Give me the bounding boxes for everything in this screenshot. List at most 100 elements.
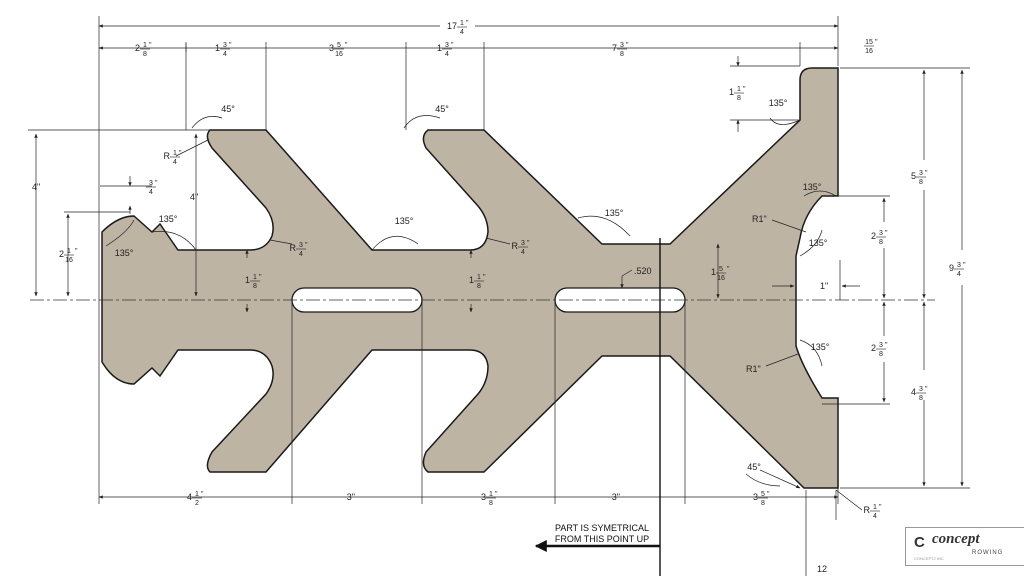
right-total-label-num: 3 xyxy=(957,262,961,269)
top-dim-0-inch: " xyxy=(149,42,152,49)
slot-left-1-1-8-inch: " xyxy=(259,274,262,281)
top-dim-5-inch: " xyxy=(875,39,878,46)
brand-tiny: CONCEPT2 INC xyxy=(914,556,944,561)
top-dim-4-whole: 7 xyxy=(612,43,617,53)
right-mid-lower-label-whole: 2 xyxy=(871,343,876,353)
angle-135-1: 135° xyxy=(159,214,178,224)
right-lower-label-whole: 4 xyxy=(911,387,916,397)
angle-arcs xyxy=(105,115,837,487)
slot-mid-1-1-8-num: 1 xyxy=(477,274,481,281)
slot-left-1-1-8-den: 8 xyxy=(253,283,257,290)
right-dims xyxy=(772,67,970,489)
right-upper-label-whole: 5 xyxy=(911,171,916,181)
left-three-quarter-den: 4 xyxy=(149,189,153,196)
radius-quarter-2-whole: R xyxy=(864,505,871,515)
angle-135-7: 135° xyxy=(809,238,828,248)
right-mid-lower-label-inch: " xyxy=(885,342,888,349)
radius-1-upper: R1" xyxy=(752,214,767,224)
overall-width-label-inch: " xyxy=(466,20,469,27)
symmetry-indicator xyxy=(534,238,661,576)
slot-mid-1-1-8-den: 8 xyxy=(477,283,481,290)
radius-quarter-1-whole: R xyxy=(164,151,171,161)
radius-quarter-1-inch: " xyxy=(179,150,182,157)
bottom-dim-4-whole: 3 xyxy=(753,492,758,502)
right-total-label-inch: " xyxy=(963,262,966,269)
bottom-dim-0-whole: 4 xyxy=(187,492,192,502)
top-right-1-1-8-inch: " xyxy=(743,86,746,93)
bottom-chain-dims xyxy=(98,300,839,504)
bottom-dim-0-inch: " xyxy=(201,491,204,498)
symmetry-note-line1: PART IS SYMETRICAL xyxy=(555,523,649,533)
bottom-dim-2-num: 1 xyxy=(489,491,493,498)
left-four-inner: 4" xyxy=(190,192,198,202)
top-dim-0-den: 8 xyxy=(143,51,147,58)
slot-right-1-5-16-num: 5 xyxy=(719,266,723,273)
radius-three-quarter-1-inch: " xyxy=(305,242,308,249)
right-mid-upper-label-whole: 2 xyxy=(871,231,876,241)
top-dim-1-den: 4 xyxy=(223,51,227,58)
slot-mid-1-1-8-whole: 1 xyxy=(469,275,474,285)
slot-left-1-1-8-num: 1 xyxy=(253,274,257,281)
right-upper-label-num: 3 xyxy=(919,170,923,177)
right-lower-label-num: 3 xyxy=(919,386,923,393)
overall-width-label-num: 1 xyxy=(460,20,464,27)
right-one-label: 1" xyxy=(820,281,828,291)
top-dim-4-den: 8 xyxy=(620,51,624,58)
top-dim-3-inch: " xyxy=(451,42,454,49)
bottom-right-dims xyxy=(759,469,863,576)
top-dim-2-whole: 3 xyxy=(329,43,334,53)
right-upper-label-den: 8 xyxy=(919,179,923,186)
angle-135-2: 135° xyxy=(115,248,134,258)
top-dim-3-den: 4 xyxy=(445,51,449,58)
left-two-1-16-num: 1 xyxy=(67,248,71,255)
radius-three-quarter-1-num: 3 xyxy=(299,242,303,249)
angle-45-1: 45° xyxy=(221,104,235,114)
right-lower-label-den: 8 xyxy=(919,395,923,402)
right-mid-lower-label-num: 3 xyxy=(879,342,883,349)
top-right-1-1-8-den: 8 xyxy=(737,95,741,102)
left-two-1-16-whole: 2 xyxy=(59,249,64,259)
right-mid-upper-label-inch: " xyxy=(885,230,888,237)
radius-quarter-1-den: 4 xyxy=(173,159,177,166)
slot-mid-1-1-8-inch: " xyxy=(483,274,486,281)
left-three-quarter: 34" xyxy=(146,180,158,196)
bottom-dim-3: 3" xyxy=(612,492,620,502)
right-total-label-den: 4 xyxy=(957,271,961,278)
angle-135-8: 135° xyxy=(811,342,830,352)
slot-width-label: .520 xyxy=(634,266,652,276)
top-dim-1-inch: " xyxy=(229,42,232,49)
right-lower-label-inch: " xyxy=(925,386,928,393)
radius-leaders xyxy=(175,139,807,367)
angle-135-3: 135° xyxy=(395,216,414,226)
left-two-1-16-inch: " xyxy=(75,248,78,255)
bottom-dim-4-num: 5 xyxy=(761,491,765,498)
angle-135-4: 135° xyxy=(605,208,624,218)
radius-three-quarter-2-den: 4 xyxy=(521,249,525,256)
radius-three-quarter-2-num: 3 xyxy=(521,240,525,247)
radius-three-quarter-2-whole: R xyxy=(512,241,519,251)
angle-135-6: 135° xyxy=(803,182,822,192)
bottom-dim-2-inch: " xyxy=(495,491,498,498)
right-mid-upper-label-num: 3 xyxy=(879,230,883,237)
left-four-outer: 4" xyxy=(32,182,40,192)
top-right-1-1-8-whole: 1 xyxy=(729,87,734,97)
symmetry-note-line2: FROM THIS POINT UP xyxy=(555,534,649,544)
overall-width-label-den: 4 xyxy=(460,29,464,36)
slot-right-1-5-16-inch: " xyxy=(727,266,730,273)
